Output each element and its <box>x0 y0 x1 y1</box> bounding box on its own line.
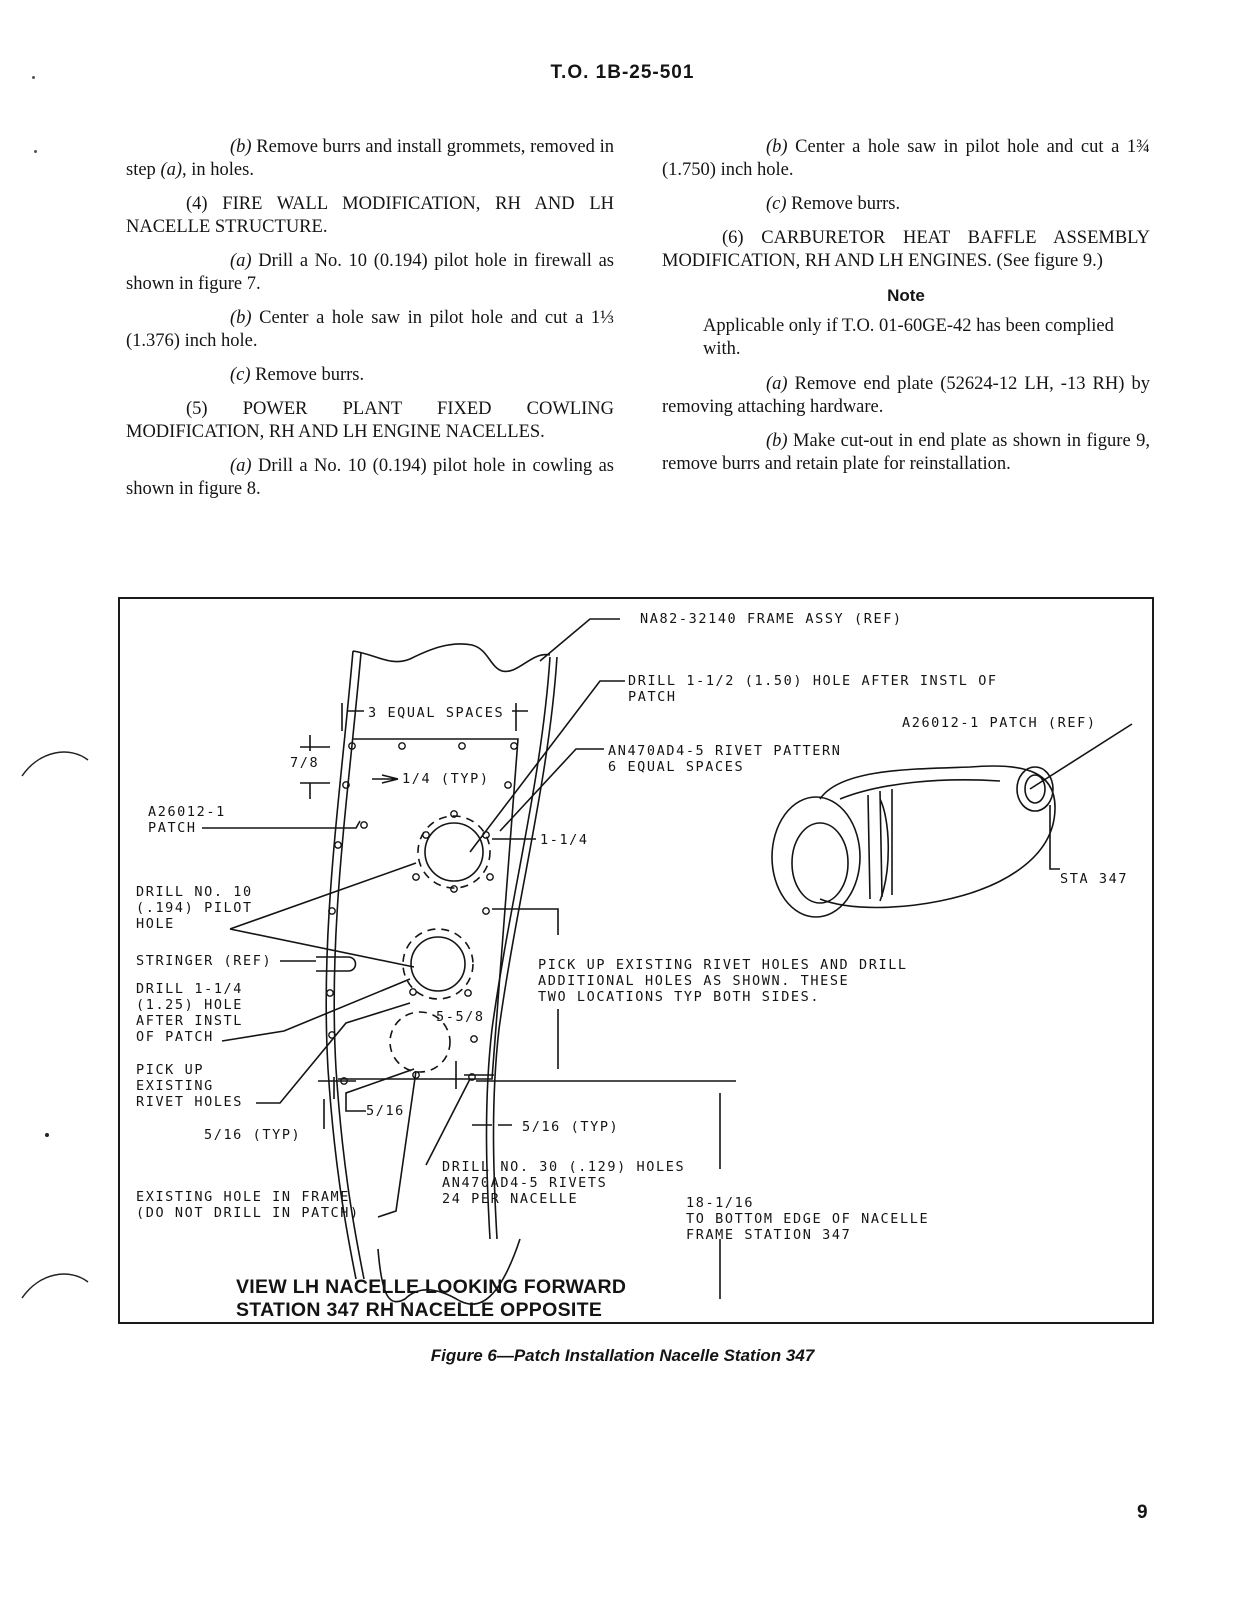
binder-arc-mark <box>21 751 89 777</box>
leader-frame-assy <box>539 618 620 662</box>
frame-bottom-break <box>377 1238 521 1305</box>
frame-left-edge <box>325 650 357 1280</box>
leader-five-sixteenths <box>345 1068 415 1112</box>
step-a-firewall-drill: (a) Drill a No. 10 (0.194) pilot hole in… <box>126 251 614 294</box>
frame-right-edge-inner <box>492 656 558 1240</box>
leader-rivet-pattern <box>499 748 604 832</box>
leader-existing-hole <box>377 1070 417 1218</box>
page-number: 9 <box>1137 1502 1148 1523</box>
section-6-heading: (6) CARBURETOR HEAT BAFFLE ASSEMBLY MODI… <box>662 228 1150 271</box>
figure-drawing <box>202 618 1133 1305</box>
view-title-line-2: STATION 347 RH NACELLE OPPOSITE <box>236 1299 603 1321</box>
label-eighteen: 18-1/16 TO BOTTOM EDGE OF NACELLE FRAME … <box>686 1195 930 1243</box>
leader-eighteen <box>476 1080 736 1299</box>
label-drill-125: DRILL 1-1/4 (1.25) HOLE AFTER INSTL OF P… <box>136 981 244 1045</box>
scan-speck <box>32 76 35 79</box>
label-pick-up-note: PICK UP EXISTING RIVET HOLES AND DRILL A… <box>538 957 908 1005</box>
label-sta: STA 347 <box>1060 871 1129 887</box>
label-one-quarter: 1-1/4 <box>540 832 589 848</box>
leader-patch <box>202 820 361 829</box>
label-drill-no30: DRILL NO. 30 (.129) HOLES AN470AD4-5 RIV… <box>442 1159 686 1207</box>
step-b-grommets: (b) Remove burrs and install grommets, r… <box>126 137 614 180</box>
leader-drill-no10-a <box>229 862 417 930</box>
label-rivet-pattern: AN470AD4-5 RIVET PATTERN 6 EQUAL SPACES <box>608 743 842 775</box>
label-five-five-eighths: 5-5/8 <box>436 1009 485 1025</box>
label-five-sixteenths-typ-left: 5/16 (TYP) <box>204 1127 302 1143</box>
nacelle-sketch <box>771 765 1060 918</box>
label-stringer: STRINGER (REF) <box>136 953 273 969</box>
lower-hole <box>410 936 466 992</box>
label-seven-eighths: 7/8 <box>290 755 320 771</box>
section-5-heading: (5) POWER PLANT FIXED COWLING MODIFICATI… <box>126 399 614 442</box>
view-title-line-1: VIEW LH NACELLE LOOKING FORWARD <box>236 1276 627 1298</box>
frame-left-edge-inner <box>333 652 365 1280</box>
binder-hole-mark <box>45 1133 49 1137</box>
right-text-column: (b) Center a hole saw in pilot hole and … <box>662 136 1150 487</box>
existing-hole-dashed <box>389 1011 451 1073</box>
label-equal-spaces: 3 EQUAL SPACES <box>368 705 505 721</box>
label-drill-150: DRILL 1-1/2 (1.50) HOLE AFTER INSTL OF P… <box>628 673 998 705</box>
leader-patch-ref <box>1029 723 1133 790</box>
frame-right-edge <box>485 656 551 1240</box>
label-pick-up-existing: PICK UP EXISTING RIVET HOLES <box>136 1062 244 1110</box>
patch-outline <box>338 738 519 1080</box>
patch-hole <box>424 822 484 882</box>
step-a-cowling-drill: (a) Drill a No. 10 (0.194) pilot hole in… <box>126 456 614 499</box>
left-text-column: (b) Remove burrs and install grommets, r… <box>126 136 614 512</box>
step-b-cut-out-end-plate: (b) Make cut-out in end plate as shown i… <box>662 431 1150 474</box>
figure-caption: Figure 6—Patch Installation Nacelle Stat… <box>430 1346 815 1365</box>
stringer <box>316 956 357 972</box>
label-five-sixteenths-typ-right: 5/16 (TYP) <box>522 1119 620 1135</box>
scan-speck <box>34 150 37 153</box>
frame-top-break <box>352 643 551 673</box>
step-b-cowling-saw: (b) Center a hole saw in pilot hole and … <box>662 137 1150 180</box>
leader-drill-150 <box>469 680 625 853</box>
label-five-sixteenths: 5/16 <box>366 1103 405 1119</box>
figure-6-diagram: NA82-32140 FRAME ASSY (REF) DRILL 1-1/2 … <box>118 597 1154 1324</box>
label-quarter-typ: 1/4 (TYP) <box>402 771 490 787</box>
step-b-firewall-saw: (b) Center a hole saw in pilot hole and … <box>126 308 614 351</box>
label-patch-ref: A26012-1 PATCH (REF) <box>902 715 1097 731</box>
leader-drill-no30 <box>425 1078 471 1166</box>
section-4-heading: (4) FIRE WALL MODIFICATION, RH AND LH NA… <box>126 194 614 237</box>
label-patch: A26012-1 PATCH <box>148 804 226 836</box>
step-c-remove-burrs-2: (c) Remove burrs. <box>766 194 901 214</box>
leader-pick-up-note <box>492 908 559 1069</box>
leader-drill-no10-b <box>229 928 415 968</box>
document-number: T.O. 1B-25-501 <box>550 62 695 83</box>
note-title: Note <box>887 286 925 305</box>
step-c-remove-burrs: (c) Remove burrs. <box>230 365 365 385</box>
note-body: Applicable only if T.O. 01-60GE-42 has b… <box>703 316 1114 359</box>
leader-drill-125 <box>221 978 411 1042</box>
binder-arc-mark <box>21 1273 89 1299</box>
step-a-remove-end-plate: (a) Remove end plate (52624-12 LH, -13 R… <box>662 374 1150 417</box>
label-frame-assy: NA82-32140 FRAME ASSY (REF) <box>640 611 903 627</box>
label-existing-hole: EXISTING HOLE IN FRAME (DO NOT DRILL IN … <box>136 1189 360 1221</box>
label-drill-no10: DRILL NO. 10 (.194) PILOT HOLE <box>136 884 253 932</box>
leader-pick-up <box>256 1002 411 1104</box>
